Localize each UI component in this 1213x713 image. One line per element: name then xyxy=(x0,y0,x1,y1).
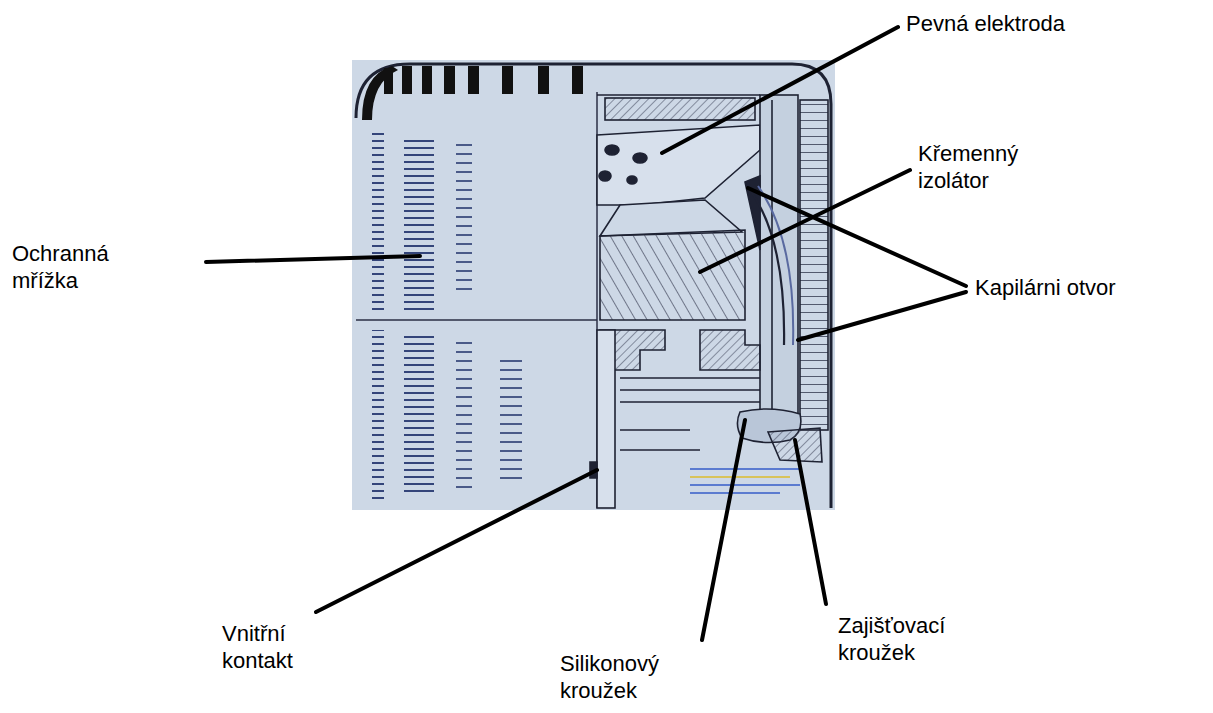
label-position: Kapilárni otvor xyxy=(975,274,1175,301)
part-label: Kapilárni otvor xyxy=(975,274,1175,301)
leader-lines xyxy=(206,27,966,640)
part-label: Ochranná mřížka xyxy=(12,240,132,294)
grid-stripes xyxy=(362,66,583,120)
label-position: Křemenný izolátor xyxy=(918,140,1043,194)
label-position: Ochranná mřížka xyxy=(12,240,132,294)
part-label: Silikonový kroužek xyxy=(560,650,690,704)
part-label: Vnitřní kontakt xyxy=(222,620,332,674)
part-label: Pevná elektroda xyxy=(906,10,1126,37)
label-position: Pevná elektroda xyxy=(906,10,1126,37)
label-position: Vnitřní kontakt xyxy=(222,620,332,674)
scan-colour-lines xyxy=(690,468,800,494)
label-position: Silikonový kroužek xyxy=(560,650,690,704)
label-position: Zajišťovací kroužek xyxy=(838,612,978,666)
part-label: Zajišťovací kroužek xyxy=(838,612,978,666)
photo-ground xyxy=(352,60,835,510)
housing-outline xyxy=(356,64,831,508)
part-label: Křemenný izolátor xyxy=(918,140,1043,194)
scan-text-lines xyxy=(372,130,526,500)
cross-section xyxy=(590,95,828,508)
